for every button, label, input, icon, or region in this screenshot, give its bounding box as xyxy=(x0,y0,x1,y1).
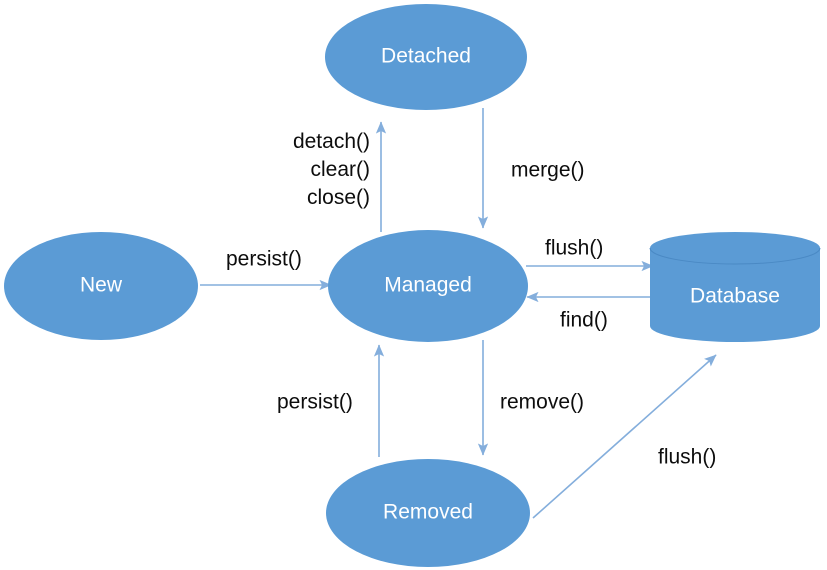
edge-label-line: detach() xyxy=(293,130,370,153)
edge-label-detached-to-managed: merge() xyxy=(511,159,585,182)
node-label-database: Database xyxy=(690,285,780,308)
node-shape-managed xyxy=(328,230,528,342)
node-new[interactable]: New xyxy=(4,232,198,340)
node-removed[interactable]: Removed xyxy=(326,459,530,567)
node-label-managed: Managed xyxy=(384,274,472,297)
edge-label-line: close() xyxy=(307,186,370,209)
edge-label-removed-to-database-flush: flush() xyxy=(658,446,716,469)
edge-labels-layer: persist() detach() clear() close() merge() fl… xyxy=(226,130,716,469)
cylinder-top-database xyxy=(650,232,820,264)
node-shape-new xyxy=(4,232,198,340)
edge-label-line: clear() xyxy=(310,158,370,181)
node-label-detached: Detached xyxy=(381,45,471,68)
edge-label-new-to-managed: persist() xyxy=(226,248,302,271)
node-shape-detached xyxy=(325,4,527,110)
edge-line-removed-to-database-flush xyxy=(532,354,717,519)
edge-label-managed-to-detached: detach() clear() close() xyxy=(293,130,370,209)
node-label-new: New xyxy=(80,274,123,297)
node-detached[interactable]: Detached xyxy=(325,4,527,110)
edge-removed-to-database-flush xyxy=(532,354,717,519)
edge-label-database-to-managed-find: find() xyxy=(560,309,608,332)
node-shape-removed xyxy=(326,459,530,567)
edge-label-removed-to-managed: persist() xyxy=(277,391,353,414)
edge-label-managed-to-removed: remove() xyxy=(500,391,584,414)
cylinder-body-database xyxy=(650,248,820,342)
cylinder-top-edge-database xyxy=(649,247,821,265)
node-label-removed: Removed xyxy=(383,501,473,524)
edge-label-managed-to-database-flush: flush() xyxy=(545,237,603,260)
edges-layer xyxy=(200,108,717,519)
node-managed[interactable]: Managed xyxy=(328,230,528,342)
node-database[interactable]: Database xyxy=(649,232,821,342)
